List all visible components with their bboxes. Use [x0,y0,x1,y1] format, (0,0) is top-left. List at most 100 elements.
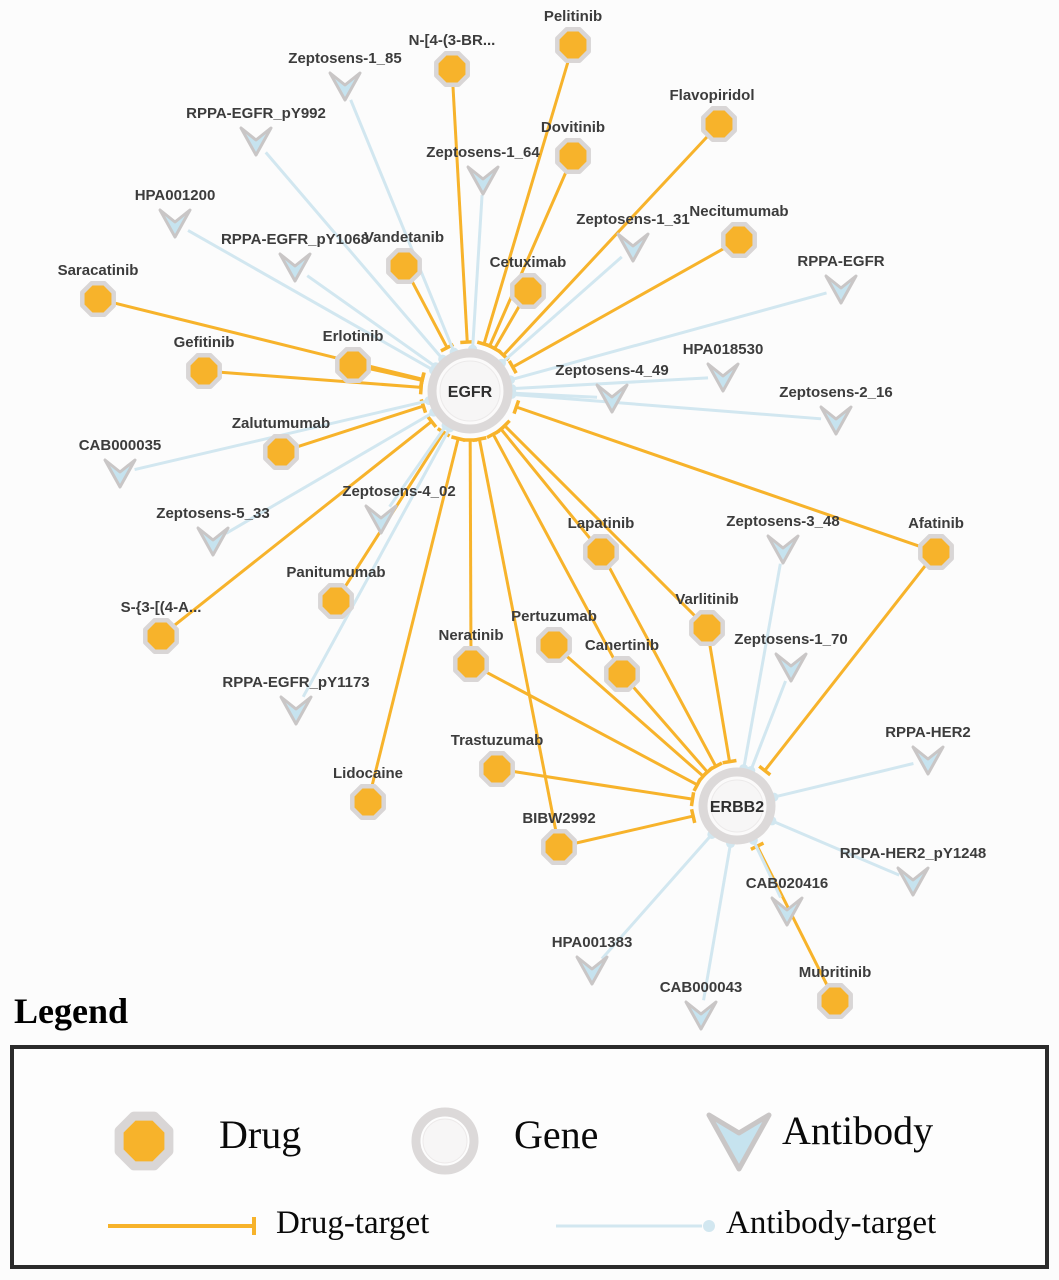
edge-tee-canertinib [701,766,714,778]
edge-tee-bibw2992 [689,808,697,824]
node-necitumumab[interactable] [721,222,757,258]
edge-cab020416-ERBB2 [751,839,782,899]
node-gefitinib[interactable] [186,353,222,389]
edge-rppa_egfr_py1173-EGFR [301,427,452,698]
antibody-chevron [466,165,500,196]
node-varlitinib[interactable] [689,610,725,646]
node-rppa_her2[interactable] [911,745,945,776]
drug-octagon [721,222,757,258]
drug-octagon [555,27,591,63]
node-EGFR[interactable] [427,348,513,434]
edge-z3_48-ERBB2 [742,563,782,769]
node-lidocaine[interactable] [350,784,386,820]
node-rppa_egfr_py992[interactable] [239,126,273,157]
node-bibw2992[interactable] [541,829,577,865]
node-mubritinib[interactable] [817,983,853,1019]
antibody-label-hpa001383: HPA001383 [552,934,633,951]
edge-trastuzumab-ERBB2 [511,769,693,801]
edge-z4_02-EGFR [388,424,448,508]
node-hpa001200[interactable] [158,208,192,239]
drug-octagon [555,138,591,174]
node-z1_70[interactable] [774,652,808,683]
node-z2_16[interactable] [819,405,853,436]
node-pelitinib[interactable] [555,27,591,63]
drug-octagon [689,610,725,646]
node-cab000043[interactable] [684,1000,718,1031]
edge-tee-lidocaine [450,435,466,442]
node-zalutumumab[interactable] [263,434,299,470]
node-rppa_egfr_py1068[interactable] [278,252,312,283]
node-z4_02[interactable] [364,504,398,535]
node-hpa001383[interactable] [575,955,609,986]
drug-label-zalutumumab: Zalutumumab [232,415,330,432]
edge-lapatinib-EGFR [499,428,593,542]
node-hpa018530[interactable] [706,362,740,393]
drug-label-necitumumab: Necitumumab [689,203,788,220]
antibody-label-rppa_egfr_py992: RPPA-EGFR_pY992 [186,105,326,122]
drug-octagon [453,646,489,682]
node-canertinib[interactable] [604,656,640,692]
node-z3_48[interactable] [766,534,800,565]
node-vandetanib[interactable] [386,248,422,284]
antibody-legend-icon [706,1112,772,1172]
node-erlotinib[interactable] [335,347,371,383]
antibody-chevron [684,1000,718,1031]
nodes-layer [80,27,954,1031]
drug-octagon [510,273,546,309]
node-saracatinib[interactable] [80,281,116,317]
drug-octagon [479,751,515,787]
drug-octagon [604,656,640,692]
node-s3[interactable] [143,618,179,654]
edge-s3-EGFR [171,420,433,628]
edge-rppa_egfr_py992-EGFR [264,151,444,361]
antibody-label-z1_64: Zeptosens-1_64 [426,144,540,161]
node-dovitinib[interactable] [555,138,591,174]
drug-octagon [80,281,116,317]
node-flavopiridol[interactable] [701,106,737,142]
antibody-label-rppa_egfr_py1068: RPPA-EGFR_pY1068 [221,231,369,248]
edge-afatinib-ERBB2 [763,562,928,772]
node-ERBB2[interactable] [698,767,776,845]
node-rppa_egfr[interactable] [824,274,858,305]
drug-label-varlitinib: Varlitinib [675,591,738,608]
node-z4_49[interactable] [595,383,629,414]
antibody-label-z3_48: Zeptosens-3_48 [726,513,839,530]
node-afatinib[interactable] [918,534,954,570]
node-z1_31[interactable] [616,232,650,263]
node-trastuzumab[interactable] [479,751,515,787]
antibody-target-label: Antibody-target [726,1205,937,1241]
node-n4[interactable] [434,51,470,87]
node-panitumumab[interactable] [318,583,354,619]
antibody-label-cab000043: CAB000043 [660,979,743,996]
drug-label-pelitinib: Pelitinib [544,8,602,25]
edge-canertinib-ERBB2 [630,684,709,774]
node-cab000035[interactable] [103,458,137,489]
edge-rppa_egfr-EGFR [510,291,827,382]
drug-label-dovitinib: Dovitinib [541,119,605,136]
drug-label-pertuzumab: Pertuzumab [511,608,597,625]
antibody-chevron [103,458,137,489]
node-neratinib[interactable] [453,646,489,682]
node-pertuzumab[interactable] [536,627,572,663]
node-z1_64[interactable] [466,165,500,196]
antibody-label-hpa018530: HPA018530 [683,341,764,358]
edge-z1_64-EGFR [471,194,484,350]
node-z5_33[interactable] [196,526,230,557]
edge-tee-varlitinib [498,419,511,432]
node-z1_85[interactable] [328,71,362,102]
antibody-chevron [896,866,930,897]
drug-label-saracatinib: Saracatinib [58,262,139,279]
drug-target-line [108,1217,256,1235]
edge-pelitinib-EGFR [482,58,571,345]
node-rppa_her2_py1248[interactable] [896,866,930,897]
node-cetuximab[interactable] [510,273,546,309]
edge-z1_31-EGFR [500,255,623,365]
node-rppa_egfr_py1173[interactable] [279,695,313,726]
edge-afatinib-EGFR [515,405,923,549]
antibody-label-z1_31: Zeptosens-1_31 [576,211,689,228]
node-lapatinib[interactable] [583,534,619,570]
edge-rppa_egfr_py1068-EGFR [306,274,437,368]
node-cab020416[interactable] [770,896,804,927]
drug-label-erlotinib: Erlotinib [323,328,384,345]
